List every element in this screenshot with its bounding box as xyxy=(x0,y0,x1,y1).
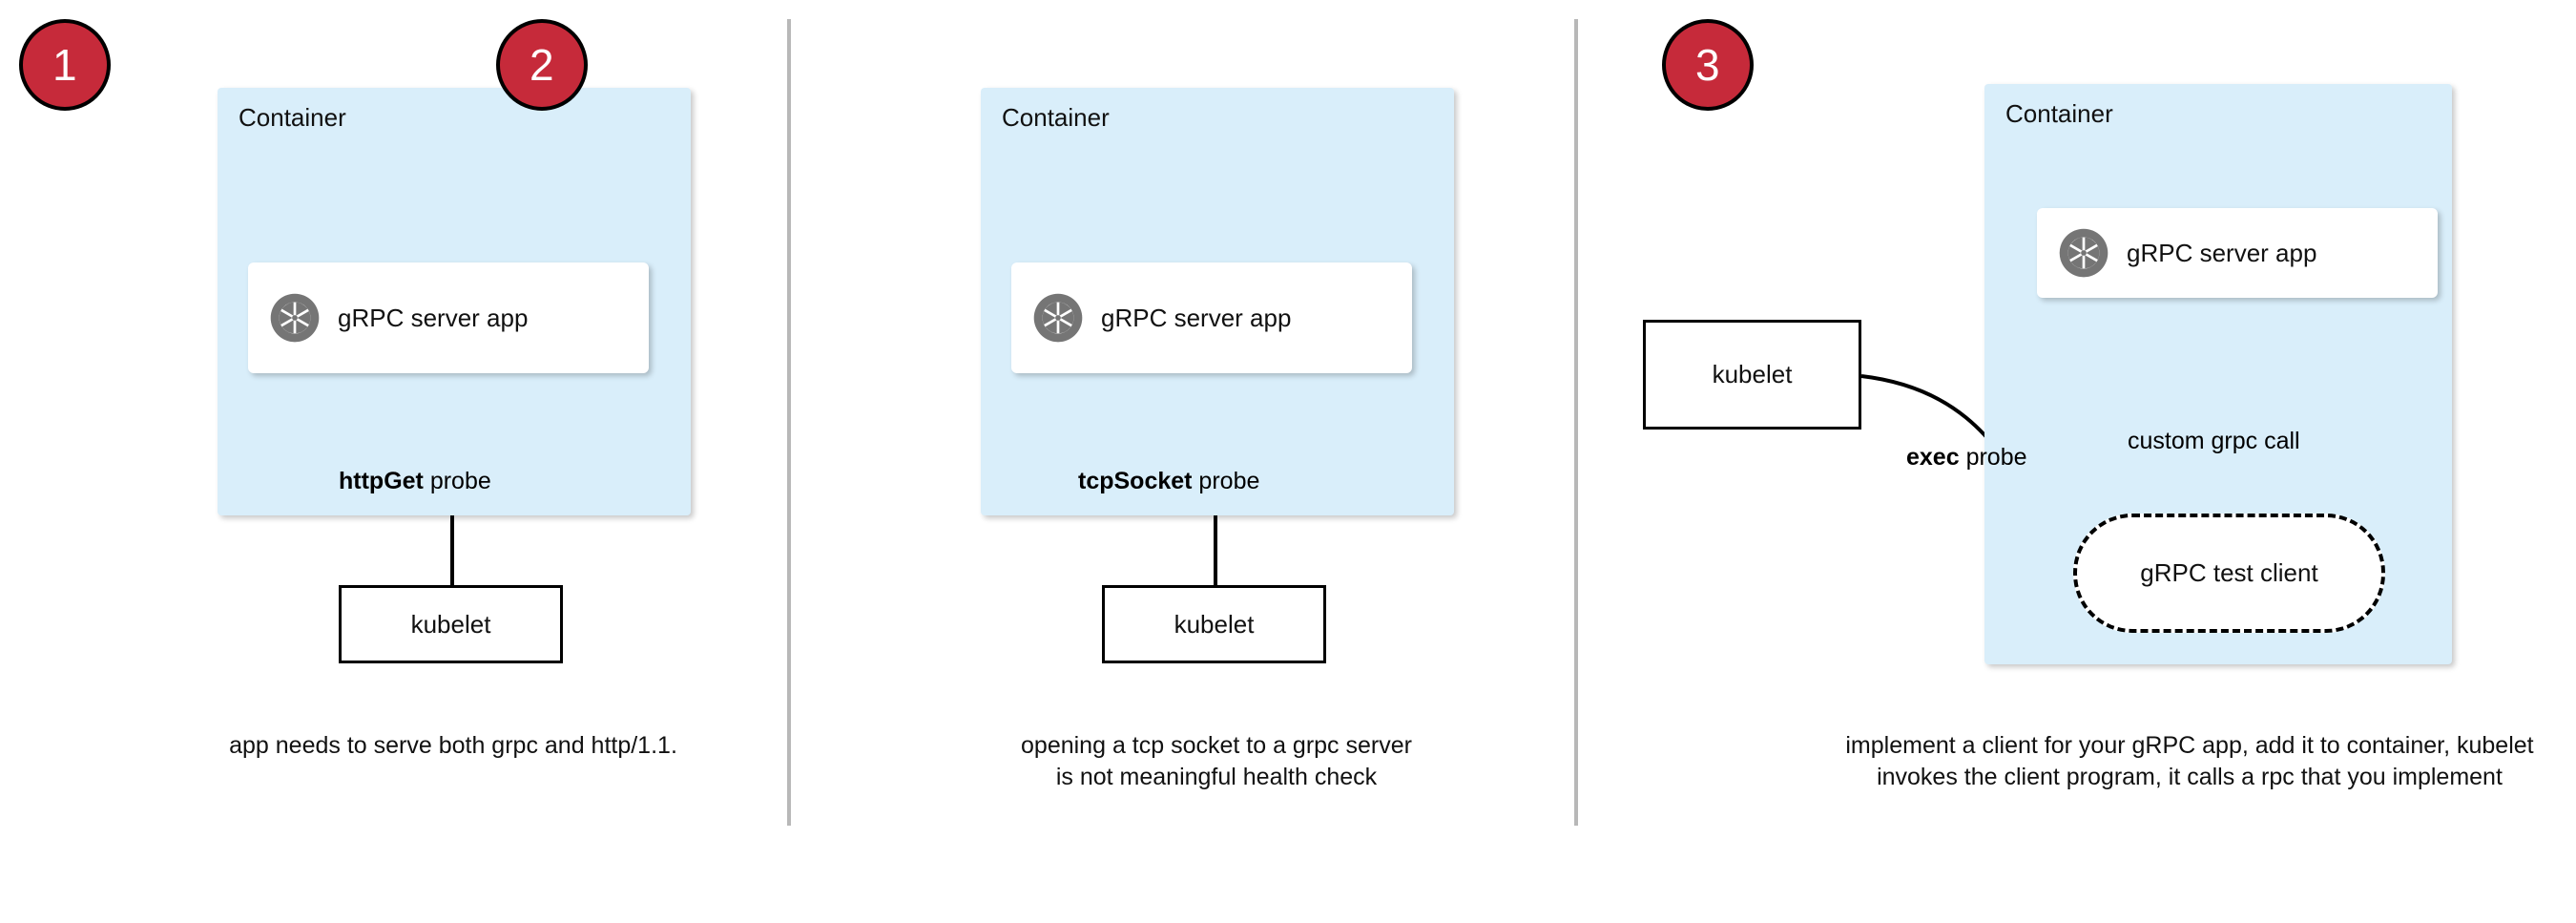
kubelet-box-3: kubelet xyxy=(1643,320,1861,430)
grpc-test-client-box: gRPC test client xyxy=(2073,514,2385,633)
grpc-test-client-label: gRPC test client xyxy=(2140,558,2318,587)
kubelet-label: kubelet xyxy=(1712,360,1793,388)
grpc-server-app-label: gRPC server app xyxy=(1101,303,1292,332)
container-label: Container xyxy=(2005,99,2113,128)
edge-label-exec-probe: exec probe xyxy=(1906,444,2027,472)
edge-label-rest: probe xyxy=(423,468,491,494)
grpc-server-app-label: gRPC server app xyxy=(338,303,529,332)
grpc-server-app-card-1: gRPC server app xyxy=(248,262,649,373)
panel-caption-1: app needs to serve both grpc and http/1.… xyxy=(229,732,677,759)
step-badge-2: 2 xyxy=(496,19,588,111)
kubelet-label: kubelet xyxy=(1174,609,1255,639)
grpc-aperture-icon xyxy=(270,293,320,343)
kubelet-label: kubelet xyxy=(410,609,491,639)
panel-divider-1 xyxy=(787,19,791,826)
step-badge-3: 3 xyxy=(1662,19,1754,111)
panel-divider-2 xyxy=(1574,19,1578,826)
edge-label-rest: probe xyxy=(1192,468,1260,494)
edge-label-rest: probe xyxy=(1959,444,2027,471)
step-number: 3 xyxy=(1694,40,1721,90)
step-number: 2 xyxy=(529,40,555,90)
kubelet-box-2: kubelet xyxy=(1102,585,1326,663)
grpc-aperture-icon xyxy=(1033,293,1083,343)
kubelet-box-1: kubelet xyxy=(339,585,563,663)
panel-caption-3: implement a client for your gRPC app, ad… xyxy=(1845,732,2534,790)
grpc-server-app-card-2: gRPC server app xyxy=(1011,262,1412,373)
container-label: Container xyxy=(1002,103,1110,132)
edge-label-custom-grpc-call: custom grpc call xyxy=(2128,428,2300,454)
grpc-server-app-label: gRPC server app xyxy=(2127,238,2317,267)
container-label: Container xyxy=(239,103,346,132)
edge-label-bold: exec xyxy=(1906,444,1960,471)
edge-label-httpget-probe: httpGet probe xyxy=(339,468,491,495)
edge-label-tcpsocket-probe: tcpSocket probe xyxy=(1078,468,1259,495)
edge-label-bold: tcpSocket xyxy=(1078,468,1193,494)
step-number: 1 xyxy=(52,40,78,90)
grpc-aperture-icon xyxy=(2059,228,2109,278)
grpc-server-app-card-3: gRPC server app xyxy=(2037,208,2438,298)
step-badge-1: 1 xyxy=(19,19,111,111)
edge-label-bold: httpGet xyxy=(339,468,424,494)
panel-caption-2: opening a tcp socket to a grpc server is… xyxy=(1021,732,1412,790)
